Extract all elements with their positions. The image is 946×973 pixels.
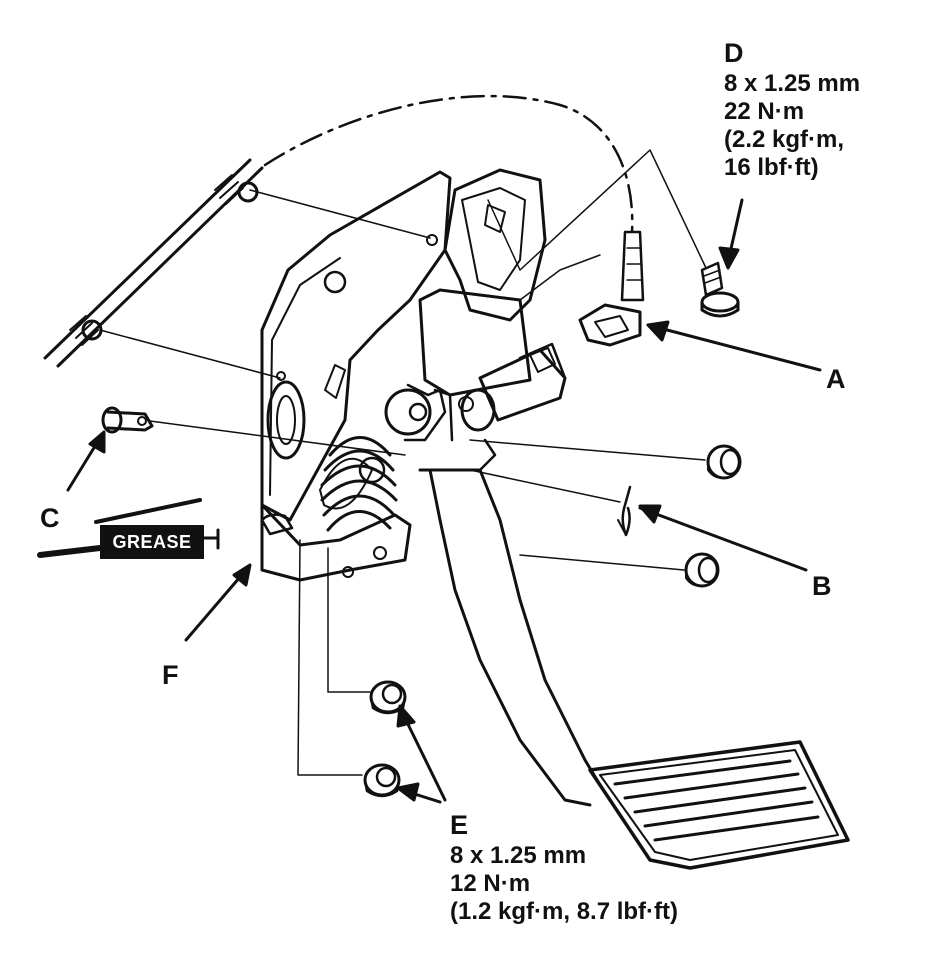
wire-harness <box>43 94 645 368</box>
nut-e-lower <box>363 763 401 798</box>
grease-point <box>260 513 294 536</box>
switch-housing <box>418 168 547 442</box>
spec-e-torque: 12 N·m <box>450 870 531 897</box>
bushing-upper <box>706 444 742 480</box>
grease-tag: GREASE <box>100 525 204 559</box>
label-d: D <box>724 38 744 68</box>
leader-lines <box>99 149 707 776</box>
pedal-pad <box>588 740 850 870</box>
spec-d: 8 x 1.25 mm 22 N·m (2.2 kgf·m, 16 lbf·ft… <box>724 70 860 182</box>
label-b: B <box>812 571 832 601</box>
grease-gun <box>37 498 220 558</box>
clevis-pin-c <box>101 406 154 434</box>
spec-e-kgf-lbf: (1.2 kgf·m, 8.7 lbf·ft) <box>450 898 679 925</box>
return-spring <box>319 436 398 532</box>
spec-e-thread: 8 x 1.25 mm <box>450 842 587 869</box>
spec-d-lbf: 16 lbf·ft) <box>724 154 819 181</box>
spec-d-torque: 22 N·m <box>724 98 805 125</box>
position-switch <box>458 342 567 432</box>
label-a: A <box>826 364 846 394</box>
label-f: F <box>162 660 179 690</box>
bolt-d <box>700 261 740 318</box>
pedal-bracket <box>260 170 452 582</box>
callout-arrows <box>66 198 822 804</box>
spec-e: 8 x 1.25 mm 12 N·m (1.2 kgf·m, 8.7 lbf·f… <box>450 842 678 926</box>
label-e: E <box>450 810 469 840</box>
bushing-lower <box>684 552 720 588</box>
connector-a <box>578 303 642 347</box>
spec-d-thread: 8 x 1.25 mm <box>724 70 861 97</box>
spec-d-kgf: (2.2 kgf·m, <box>724 126 845 153</box>
pedal-arm <box>384 383 602 807</box>
clip-b <box>617 485 632 537</box>
label-c: C <box>40 503 60 533</box>
